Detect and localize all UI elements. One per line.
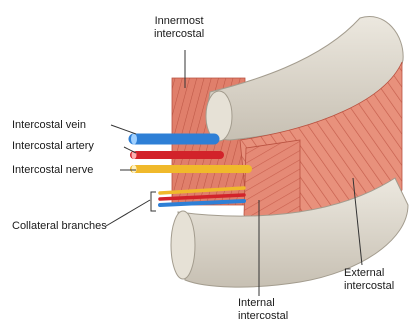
label-intercostal-vein: Intercostal vein (12, 119, 86, 132)
label-external-intercostal: External intercostal (344, 267, 394, 293)
label-external-line2: intercostal (344, 280, 394, 293)
leader-collateral (106, 200, 150, 226)
collateral-bracket (151, 192, 156, 211)
label-internal-line1: Internal (238, 297, 288, 310)
label-external-line1: External (344, 267, 394, 280)
label-intercostal-artery: Intercostal artery (12, 140, 94, 153)
leader-vein (111, 125, 136, 134)
label-innermost-line2: intercostal (154, 28, 204, 41)
leader-artery (124, 147, 136, 153)
label-innermost-intercostal: Innermost intercostal (154, 15, 204, 41)
label-internal-intercostal: Internal intercostal (238, 297, 288, 323)
label-internal-line2: intercostal (238, 310, 288, 323)
label-intercostal-nerve: Intercostal nerve (12, 164, 93, 177)
lower-rib-cross-section (171, 211, 195, 279)
vein-end (131, 134, 137, 145)
nerve-end (132, 165, 137, 173)
label-innermost-line1: Innermost (154, 15, 204, 28)
label-collateral-branches: Collateral branches (12, 220, 107, 233)
